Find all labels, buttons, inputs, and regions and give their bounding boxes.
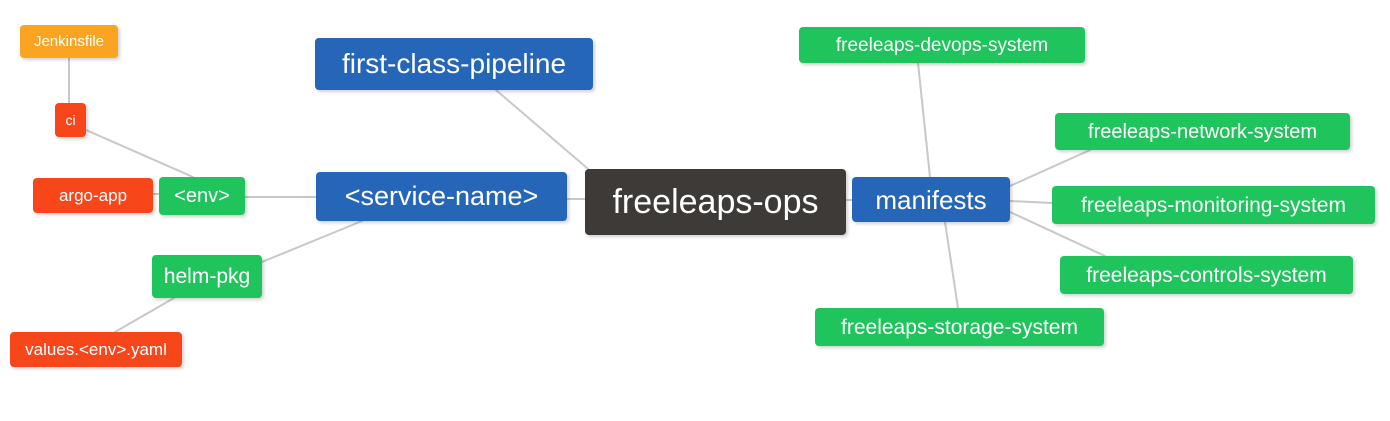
node-helm[interactable]: helm-pkg bbox=[152, 255, 262, 298]
node-devops[interactable]: freeleaps-devops-system bbox=[799, 27, 1085, 63]
node-argo[interactable]: argo-app bbox=[33, 178, 153, 213]
edge-helm-to-values bbox=[114, 297, 175, 333]
edge-root-to-pipeline bbox=[495, 89, 602, 181]
edge-manifests-to-devops bbox=[917, 62, 931, 178]
edge-service-to-helm bbox=[261, 220, 363, 263]
node-jenkinsfile[interactable]: Jenkinsfile bbox=[20, 25, 118, 58]
node-storage[interactable]: freeleaps-storage-system bbox=[815, 308, 1104, 346]
node-root[interactable]: freeleaps-ops bbox=[585, 169, 846, 235]
edge-manifests-to-controls bbox=[1009, 211, 1106, 257]
edge-manifests-to-monitoring bbox=[1009, 200, 1053, 204]
node-ci[interactable]: ci bbox=[55, 103, 86, 137]
node-service[interactable]: <service-name> bbox=[316, 172, 567, 221]
node-monitoring[interactable]: freeleaps-monitoring-system bbox=[1052, 186, 1375, 224]
node-values[interactable]: values.<env>.yaml bbox=[10, 332, 182, 367]
node-env[interactable]: <env> bbox=[159, 177, 245, 215]
edge-manifests-to-network bbox=[1009, 149, 1091, 187]
edge-manifests-to-storage bbox=[944, 221, 959, 309]
node-network[interactable]: freeleaps-network-system bbox=[1055, 113, 1350, 150]
edge-env-to-ci bbox=[85, 129, 194, 178]
node-pipeline[interactable]: first-class-pipeline bbox=[315, 38, 593, 90]
node-manifests[interactable]: manifests bbox=[852, 177, 1010, 222]
node-controls[interactable]: freeleaps-controls-system bbox=[1060, 256, 1353, 294]
